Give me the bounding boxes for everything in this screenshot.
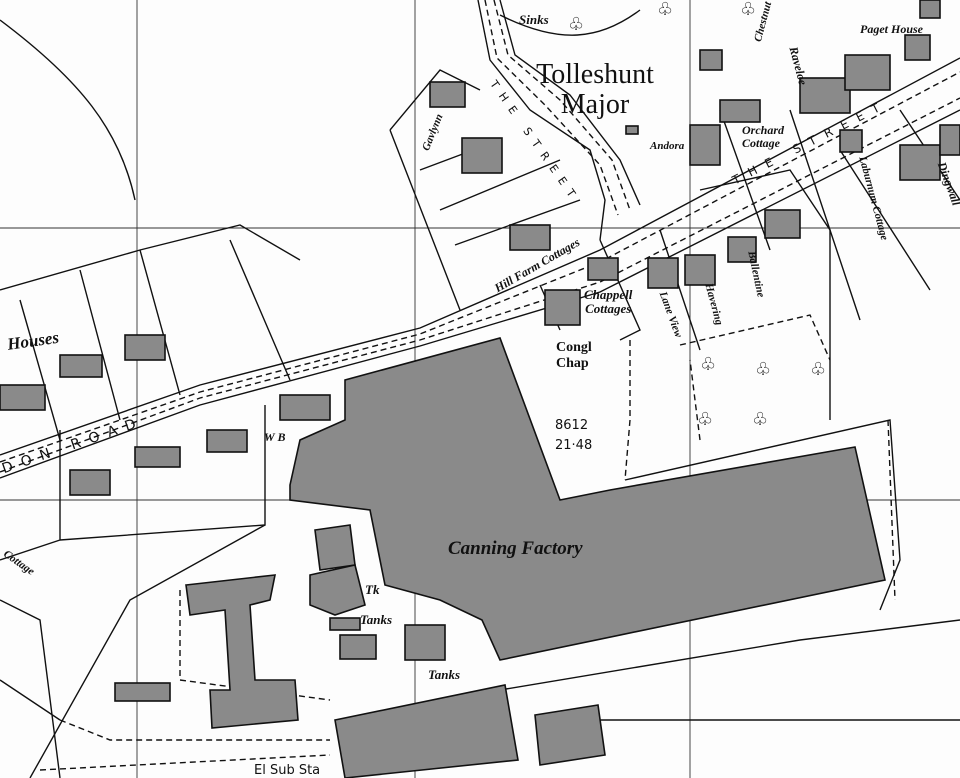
parcel-info: 8612 21·48 xyxy=(555,416,592,456)
tree-icon: ♧ xyxy=(700,354,716,375)
tree-icon: ♧ xyxy=(810,359,826,380)
village-name-line-2: Major xyxy=(560,89,630,120)
label-congl-chap: Congl Chap xyxy=(556,340,592,372)
label-tanks-2: Tanks xyxy=(428,667,461,682)
parcel-number: 8612 xyxy=(555,418,589,433)
label-chappell-line-1: Chappell xyxy=(584,287,633,302)
village-name: Tolleshunt Major xyxy=(530,60,660,120)
label-el-sub-sta: El Sub Sta xyxy=(254,763,321,778)
tree-icon: ♧ xyxy=(752,409,768,430)
label-orchard-cottage-line-2: Cottage xyxy=(742,136,780,150)
the-street-north xyxy=(477,0,641,241)
label-sinks: Sinks xyxy=(519,12,549,27)
label-wb: W B xyxy=(264,430,286,444)
label-canning-factory: Canning Factory xyxy=(448,538,583,559)
label-andora: Andora xyxy=(650,140,685,152)
label-orchard-cottage-line-1: Orchard xyxy=(742,123,785,137)
label-tanks-1: Tanks xyxy=(360,612,393,627)
village-name-line-1: Tolleshunt xyxy=(536,59,654,90)
tree-icons: ♧ ♧ ♧ ♧ ♧ ♧ ♧ ♧ xyxy=(568,0,826,430)
label-chappell-cottages: Chappell Cottages xyxy=(584,288,632,316)
label-chappell-line-2: Cottages xyxy=(585,301,632,316)
tree-icon: ♧ xyxy=(697,409,713,430)
tree-icon: ♧ xyxy=(657,0,673,20)
parcel-area: 21·48 xyxy=(555,438,593,453)
tree-icon: ♧ xyxy=(755,359,771,380)
label-congl-chap-line-2: Chap xyxy=(556,356,589,371)
tree-icon: ♧ xyxy=(568,14,584,35)
label-congl-chap-line-1: Congl xyxy=(556,340,592,355)
canning-factory-building xyxy=(289,337,886,661)
tree-icon: ♧ xyxy=(740,0,756,20)
label-orchard-cottage: Orchard Cottage xyxy=(742,124,784,150)
label-paget-house: Paget House xyxy=(860,22,923,36)
label-tk: Tk xyxy=(365,582,380,597)
